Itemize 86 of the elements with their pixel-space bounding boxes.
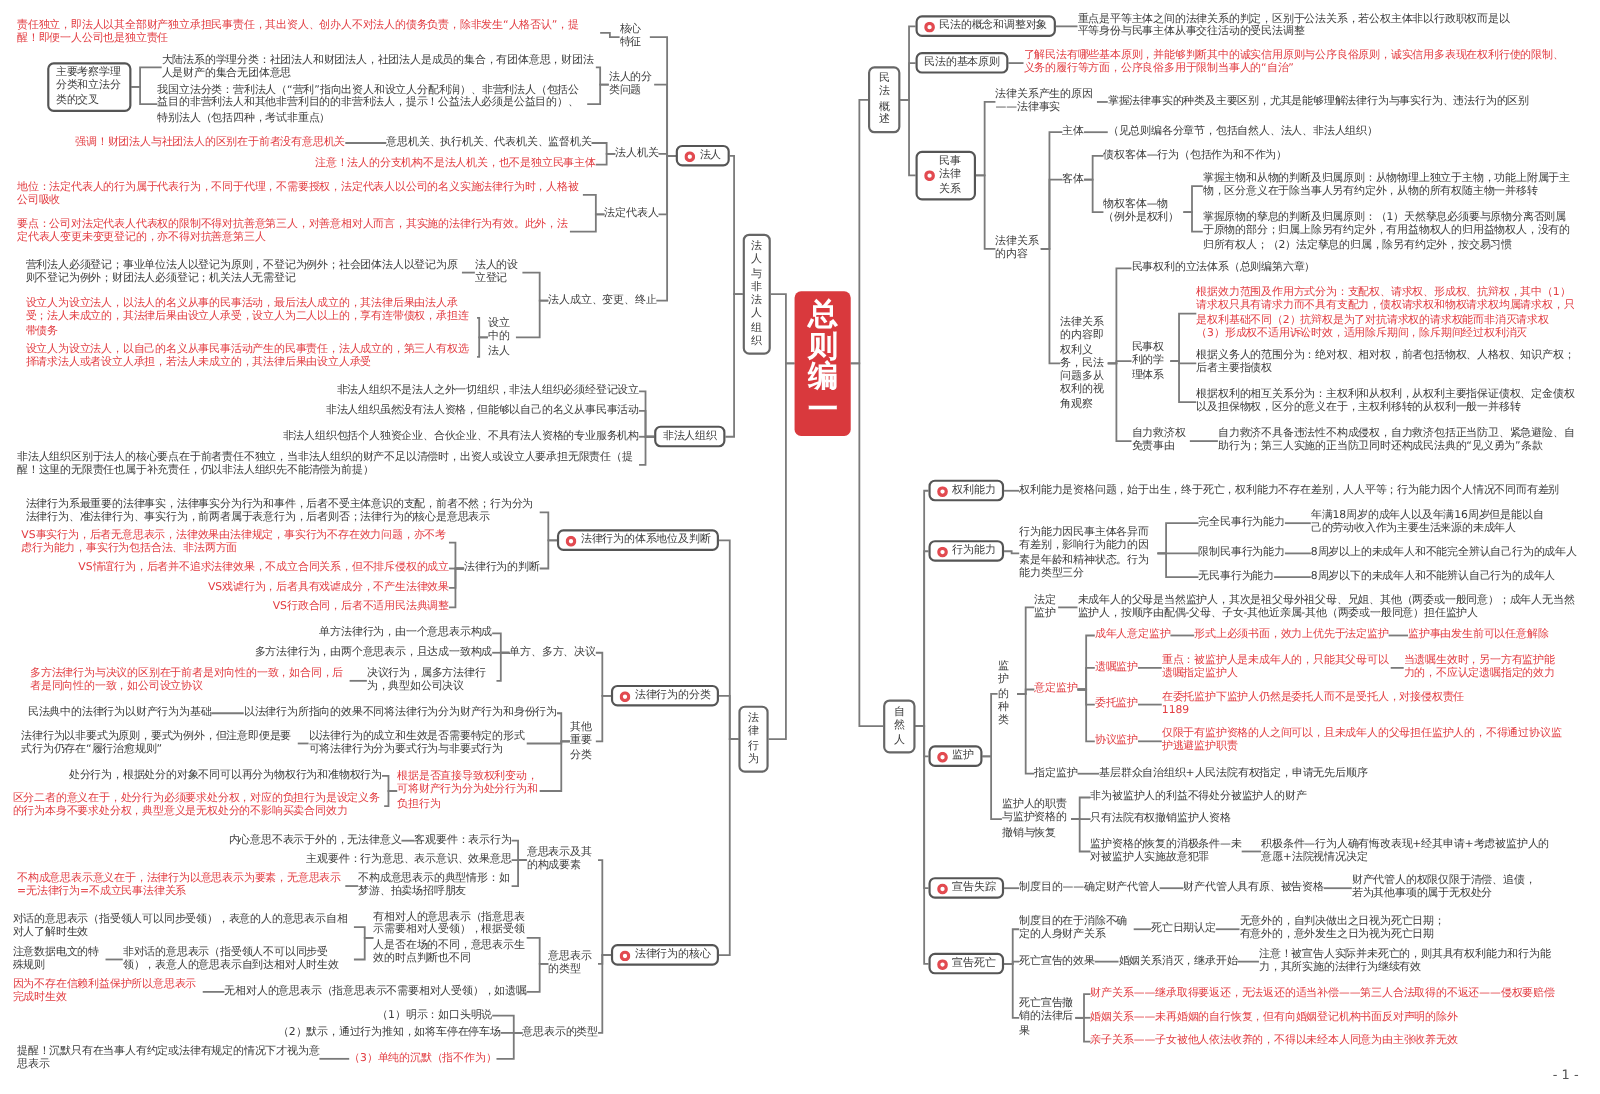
branch-line [1003, 887, 1021, 890]
branch-line [1106, 362, 1133, 442]
branch-line [981, 755, 1003, 820]
topic-box [928, 952, 1005, 975]
branch-line [586, 83, 610, 106]
branch-line [718, 738, 740, 957]
topic-box [928, 877, 1005, 900]
branch-line [975, 174, 997, 250]
branch-line [538, 740, 571, 792]
branch-line [353, 937, 375, 961]
branch-line [1076, 772, 1100, 775]
branch-line [495, 1032, 524, 1060]
branch-line [476, 336, 489, 358]
topic-box [915, 15, 1056, 38]
topic-box [610, 684, 719, 708]
central-topic-box: 总则编一 [794, 291, 851, 436]
branch-line [1093, 960, 1120, 963]
branch-line [1284, 522, 1312, 525]
branch-line [318, 1057, 351, 1060]
branch-line [1182, 211, 1204, 233]
branch-line [914, 725, 930, 965]
branch-line [448, 567, 465, 609]
branch-line [1322, 887, 1353, 890]
branch-line [1003, 962, 1021, 1019]
branch-line [1070, 818, 1092, 853]
branch-line [1137, 703, 1163, 706]
branch-line [599, 31, 621, 39]
branch-line [1132, 928, 1152, 931]
branch-line [1007, 62, 1025, 64]
branch-line [1083, 131, 1109, 134]
branch-line [1156, 552, 1200, 579]
branch-line [1003, 489, 1021, 492]
branch-line [104, 958, 124, 961]
branch-line [515, 299, 550, 339]
branch-line [1039, 247, 1062, 365]
topic-box [610, 944, 719, 967]
branch-line [1074, 1016, 1092, 1043]
branch-line [594, 152, 617, 166]
branch-line [1284, 552, 1312, 555]
branch-line [461, 271, 476, 274]
branch-line [724, 293, 744, 438]
branch-line [1137, 740, 1163, 743]
branch-line [1389, 667, 1405, 669]
topic-box [556, 529, 719, 552]
branch-line [538, 539, 558, 570]
branch-line [1188, 440, 1219, 442]
branch-line [210, 712, 245, 715]
branch-line [510, 859, 528, 887]
topic-box [915, 150, 976, 200]
branch-line [1169, 634, 1196, 637]
branch-line [1273, 576, 1312, 579]
branch-line [400, 839, 416, 842]
topic-box [928, 745, 983, 768]
branch-line [1387, 634, 1409, 637]
branch-line [130, 85, 159, 106]
branch-line [899, 98, 917, 177]
branch-line [1057, 606, 1079, 609]
branch-line [201, 991, 226, 993]
branch-line [1055, 25, 1079, 28]
topic-box [928, 540, 1005, 563]
branch-line [1169, 360, 1198, 404]
branch-line [594, 695, 612, 743]
branch-line [1214, 928, 1241, 931]
branch-line [344, 885, 360, 887]
topic-box [675, 144, 730, 168]
branch-line [569, 213, 606, 233]
branch-line [1076, 688, 1096, 743]
branch-line [348, 679, 368, 682]
branch-line [1016, 692, 1036, 775]
branch-line [767, 362, 796, 741]
branch-line [1083, 178, 1105, 213]
branch-line [849, 362, 884, 728]
branch-line [1240, 850, 1262, 853]
branch-line [1158, 887, 1185, 890]
branch-line [525, 962, 550, 993]
branch-line [1137, 667, 1163, 669]
branch-line [655, 155, 677, 302]
branch-line [1236, 960, 1260, 963]
branch-line [383, 790, 398, 807]
topic-box [928, 479, 1005, 502]
branch-line [638, 435, 656, 466]
branch-line [495, 651, 511, 682]
branch-line [597, 954, 612, 1034]
branch-line [296, 742, 310, 745]
branch-line [344, 142, 388, 144]
branch-line [1096, 101, 1109, 103]
